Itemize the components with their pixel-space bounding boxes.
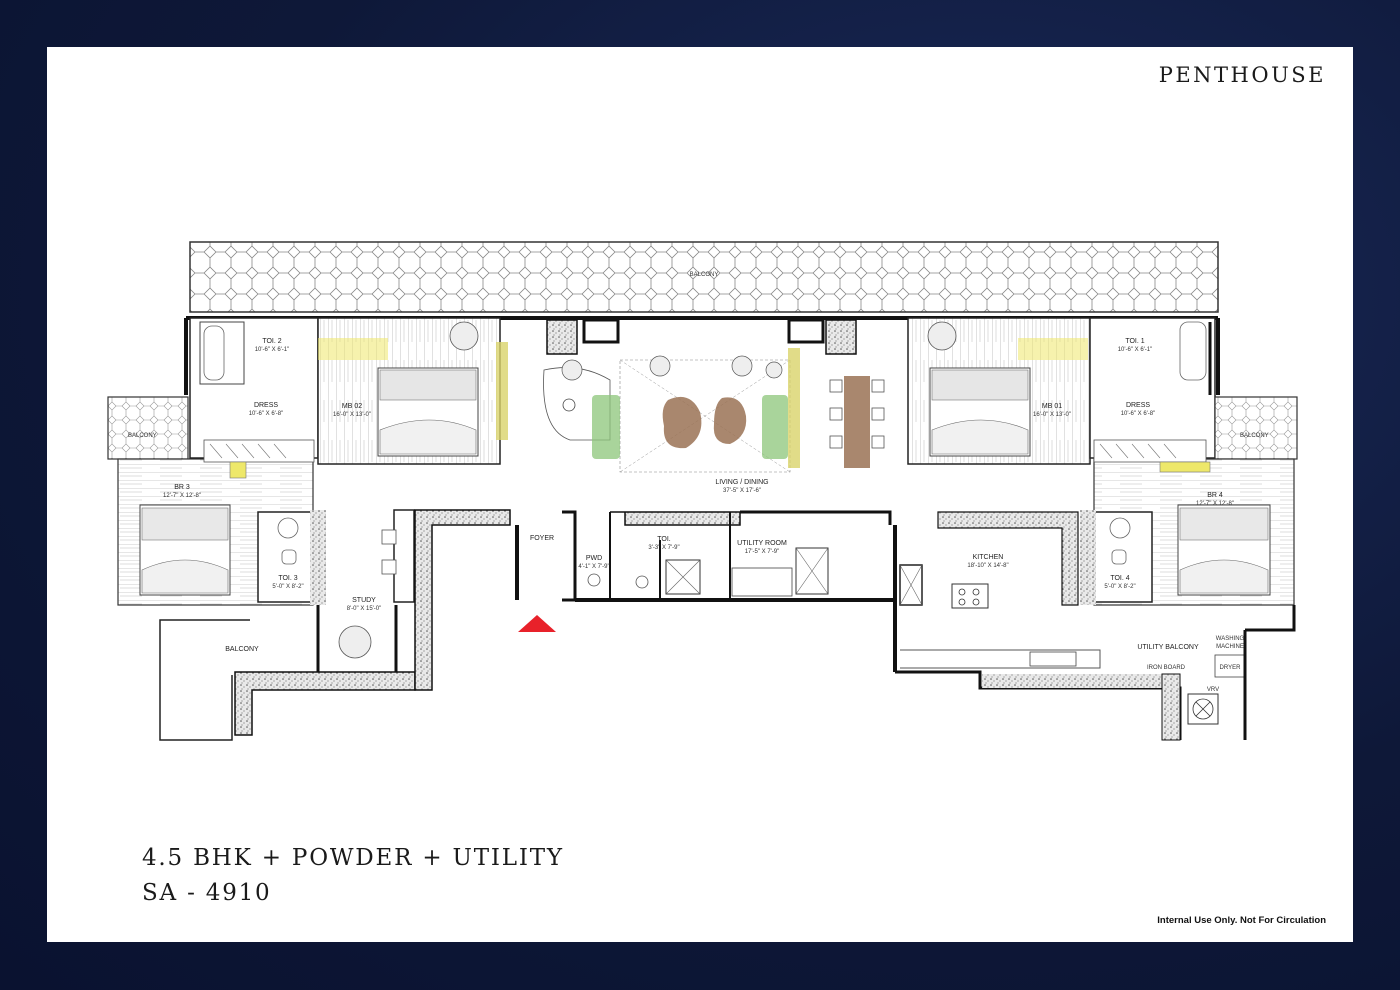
br4-size: 12'-7" X 12'-8": [1196, 501, 1234, 507]
super-area-label: SA - 4910: [142, 880, 272, 906]
dress-right-label: DRESS: [1126, 402, 1150, 409]
study-label: STUDY: [352, 597, 376, 604]
disclaimer-note: Internal Use Only. Not For Circulation: [1157, 915, 1326, 926]
pwd-label: PWD: [586, 555, 602, 562]
study-size: 8'-0" X 15'-0": [347, 606, 382, 612]
toi4-size: 5'-0" X 8'-2": [1104, 584, 1135, 590]
foyer-label: FOYER: [530, 535, 554, 542]
washing-machine-label-2: MACHINE: [1216, 644, 1244, 650]
unit-type-label: 4.5 BHK + POWDER + UTILITY: [142, 845, 564, 871]
utility-balcony-label: UTILITY BALCONY: [1137, 644, 1199, 651]
br3-size: 12'-7" X 12'-8": [163, 493, 201, 499]
balcony-left-label: BALCONY: [128, 433, 157, 439]
balcony-top: BALCONY: [189, 241, 1219, 313]
toi2-label: TOI. 2: [262, 338, 281, 345]
balcony-bottom-left-label: BALCONY: [225, 646, 259, 653]
toi1-size: 10'-6" X 6'-1": [1118, 347, 1153, 353]
mb02-label: MB 02: [342, 403, 362, 410]
br3-label: BR 3: [174, 484, 190, 491]
service-core: FOYER PWD 4'-1" X 7'-9" TOI. 3'-3" X 7'-…: [515, 510, 895, 602]
kitchen-size: 18'-10" X 14'-8": [967, 563, 1008, 569]
dryer-label: DRYER: [1220, 665, 1242, 671]
toi3-size: 5'-0" X 8'-2": [272, 584, 303, 590]
living-dining-size: 37'-5" X 17'-6": [723, 488, 761, 494]
washing-machine-label-1: WASHING: [1216, 636, 1245, 642]
vrv-label: VRV: [1207, 687, 1219, 693]
dress-right-size: 10'-6" X 6'-8": [1121, 411, 1156, 417]
utility-room-size: 17'-5" X 7'-9": [745, 549, 780, 555]
iron-board-label: IRON BOARD: [1147, 665, 1186, 671]
br4-label: BR 4: [1207, 492, 1223, 499]
toi1-label: TOI. 1: [1125, 338, 1144, 345]
dress-left-label: DRESS: [254, 402, 278, 409]
pwd-size: 4'-1" X 7'-9": [578, 564, 609, 570]
right-wing: BALCONY: [893, 317, 1298, 741]
kitchen-label: KITCHEN: [973, 554, 1004, 561]
living-dining-label: LIVING / DINING: [715, 479, 768, 486]
utility-room-label: UTILITY ROOM: [737, 540, 787, 547]
living-dining-area: LIVING / DINING 37'-5" X 17'-6": [543, 318, 885, 494]
page-title: PENTHOUSE: [1158, 63, 1326, 87]
mb02-size: 16'-0" X 13'-0": [333, 412, 371, 418]
balcony-top-label: BALCONY: [690, 272, 719, 278]
balcony-right-label: BALCONY: [1240, 433, 1269, 439]
left-wing: BALCONY: [107, 317, 511, 741]
toi-label: TOI.: [657, 536, 671, 543]
toi2-size: 10'-6" X 6'-1": [255, 347, 290, 353]
dress-left-size: 10'-6" X 6'-8": [249, 411, 284, 417]
toi3-label: TOI. 3: [278, 575, 297, 582]
toi4-label: TOI. 4: [1110, 575, 1129, 582]
mb01-size: 16'-0" X 13'-0": [1033, 412, 1071, 418]
toi-size: 3'-3" X 7'-9": [648, 545, 679, 551]
mb01-label: MB 01: [1042, 403, 1062, 410]
entry-arrow-icon: [518, 615, 556, 632]
